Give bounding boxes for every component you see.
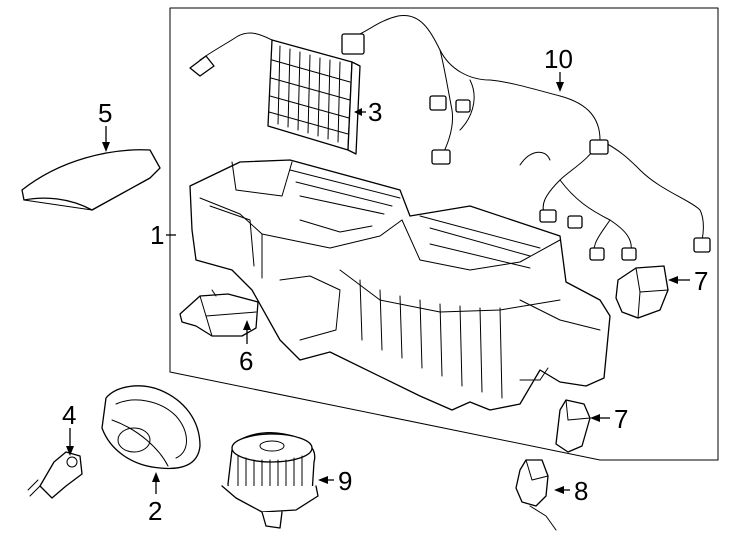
callout-1: 1 [150, 220, 164, 250]
callout-5: 5 [98, 98, 112, 128]
callout-10: 10 [544, 44, 573, 74]
actuator-lower-part [555, 399, 591, 453]
actuator-left-part [179, 289, 259, 337]
hvac-case-part [189, 159, 611, 411]
assembly-boundary [169, 7, 719, 461]
sensor-part [27, 451, 83, 499]
callout-8: 8 [574, 476, 588, 506]
wiring-harness-part [341, 14, 711, 261]
insulator-pad-part [21, 149, 161, 211]
callout-7-lower: 7 [614, 404, 628, 434]
callout-9: 9 [338, 466, 352, 496]
callout-6: 6 [239, 346, 253, 376]
evaporator-core-part [189, 32, 361, 155]
callout-7-upper: 7 [694, 266, 708, 296]
callout-4: 4 [62, 400, 76, 430]
blower-motor-part [221, 432, 319, 529]
blower-housing-part [101, 385, 201, 470]
leader-lines [66, 72, 690, 494]
callout-2: 2 [148, 496, 162, 526]
actuator-upper-right-part [615, 265, 669, 319]
callout-3: 3 [368, 97, 382, 127]
sensor-connector-part [515, 459, 557, 531]
